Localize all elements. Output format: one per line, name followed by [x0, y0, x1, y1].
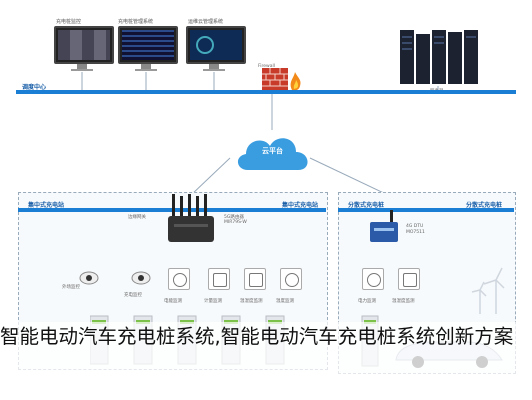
- humidity-label: 温湿度监测: [240, 299, 263, 304]
- router-icon: [168, 194, 214, 242]
- camera-icon-2: [131, 271, 151, 285]
- power-monitor-label: 电力监测: [358, 299, 376, 304]
- caption-background: [0, 322, 532, 400]
- camera-outdoor-label: 外场监控: [62, 285, 80, 290]
- monitor3-screen: [186, 26, 246, 64]
- metering-device: [208, 268, 230, 290]
- firewall-icon: [262, 68, 301, 91]
- router-label-2: MIR79S-W: [224, 220, 247, 225]
- edge-gateway-label: 边缘网关: [128, 215, 146, 220]
- dtu-label-2: MO7511: [406, 230, 425, 235]
- camera-icon: [79, 271, 99, 285]
- monitor1-screen: [54, 26, 114, 64]
- temperature-device: [280, 268, 302, 290]
- centralized-station-title: 集中式充电站: [28, 202, 65, 209]
- dispatch-center-bar: [16, 90, 516, 94]
- temperature-label: 温度监测: [276, 299, 294, 304]
- distributed-pile-header: [338, 208, 514, 212]
- centralized-station-title-right: 集中式充电站: [282, 202, 319, 209]
- monitor2-label: 充电桩管理系统: [118, 19, 154, 25]
- wind-turbine-icon: [471, 267, 505, 314]
- monitor1-label: 充电桩监控: [56, 19, 82, 25]
- camera-charging-label: 充电监控: [124, 293, 142, 298]
- distributed-pile-title-right: 分散式充电桩: [466, 202, 503, 209]
- dispatch-center-label: 调度中心: [22, 84, 47, 91]
- humidity-device: [244, 268, 266, 290]
- distributed-pile-title: 分散式充电桩: [348, 202, 385, 209]
- energy-meter-device: [168, 268, 190, 290]
- energy-meter-label: 电能监测: [164, 299, 182, 304]
- humidity-device-right: [398, 268, 420, 290]
- metering-label: 计量监测: [204, 299, 222, 304]
- humidity-label-right: 温湿度监测: [392, 299, 415, 304]
- cloud-label: 云平台: [262, 147, 283, 155]
- monitor3-label: 运维云管理系统: [188, 19, 224, 25]
- cloud-icon: [237, 138, 308, 170]
- router-label-1: 5G路由器: [224, 215, 244, 220]
- server-icon: [400, 30, 478, 84]
- dtu-label-1: 4G DTU: [406, 224, 424, 229]
- dtu-icon: [370, 210, 398, 242]
- power-monitor-device: [362, 268, 384, 290]
- caption-text: 智能电动汽车充电桩系统,智能电动汽车充电桩系统创新方案: [0, 325, 514, 348]
- firewall-label: Firewall: [258, 64, 275, 69]
- monitor2-screen: [118, 26, 178, 64]
